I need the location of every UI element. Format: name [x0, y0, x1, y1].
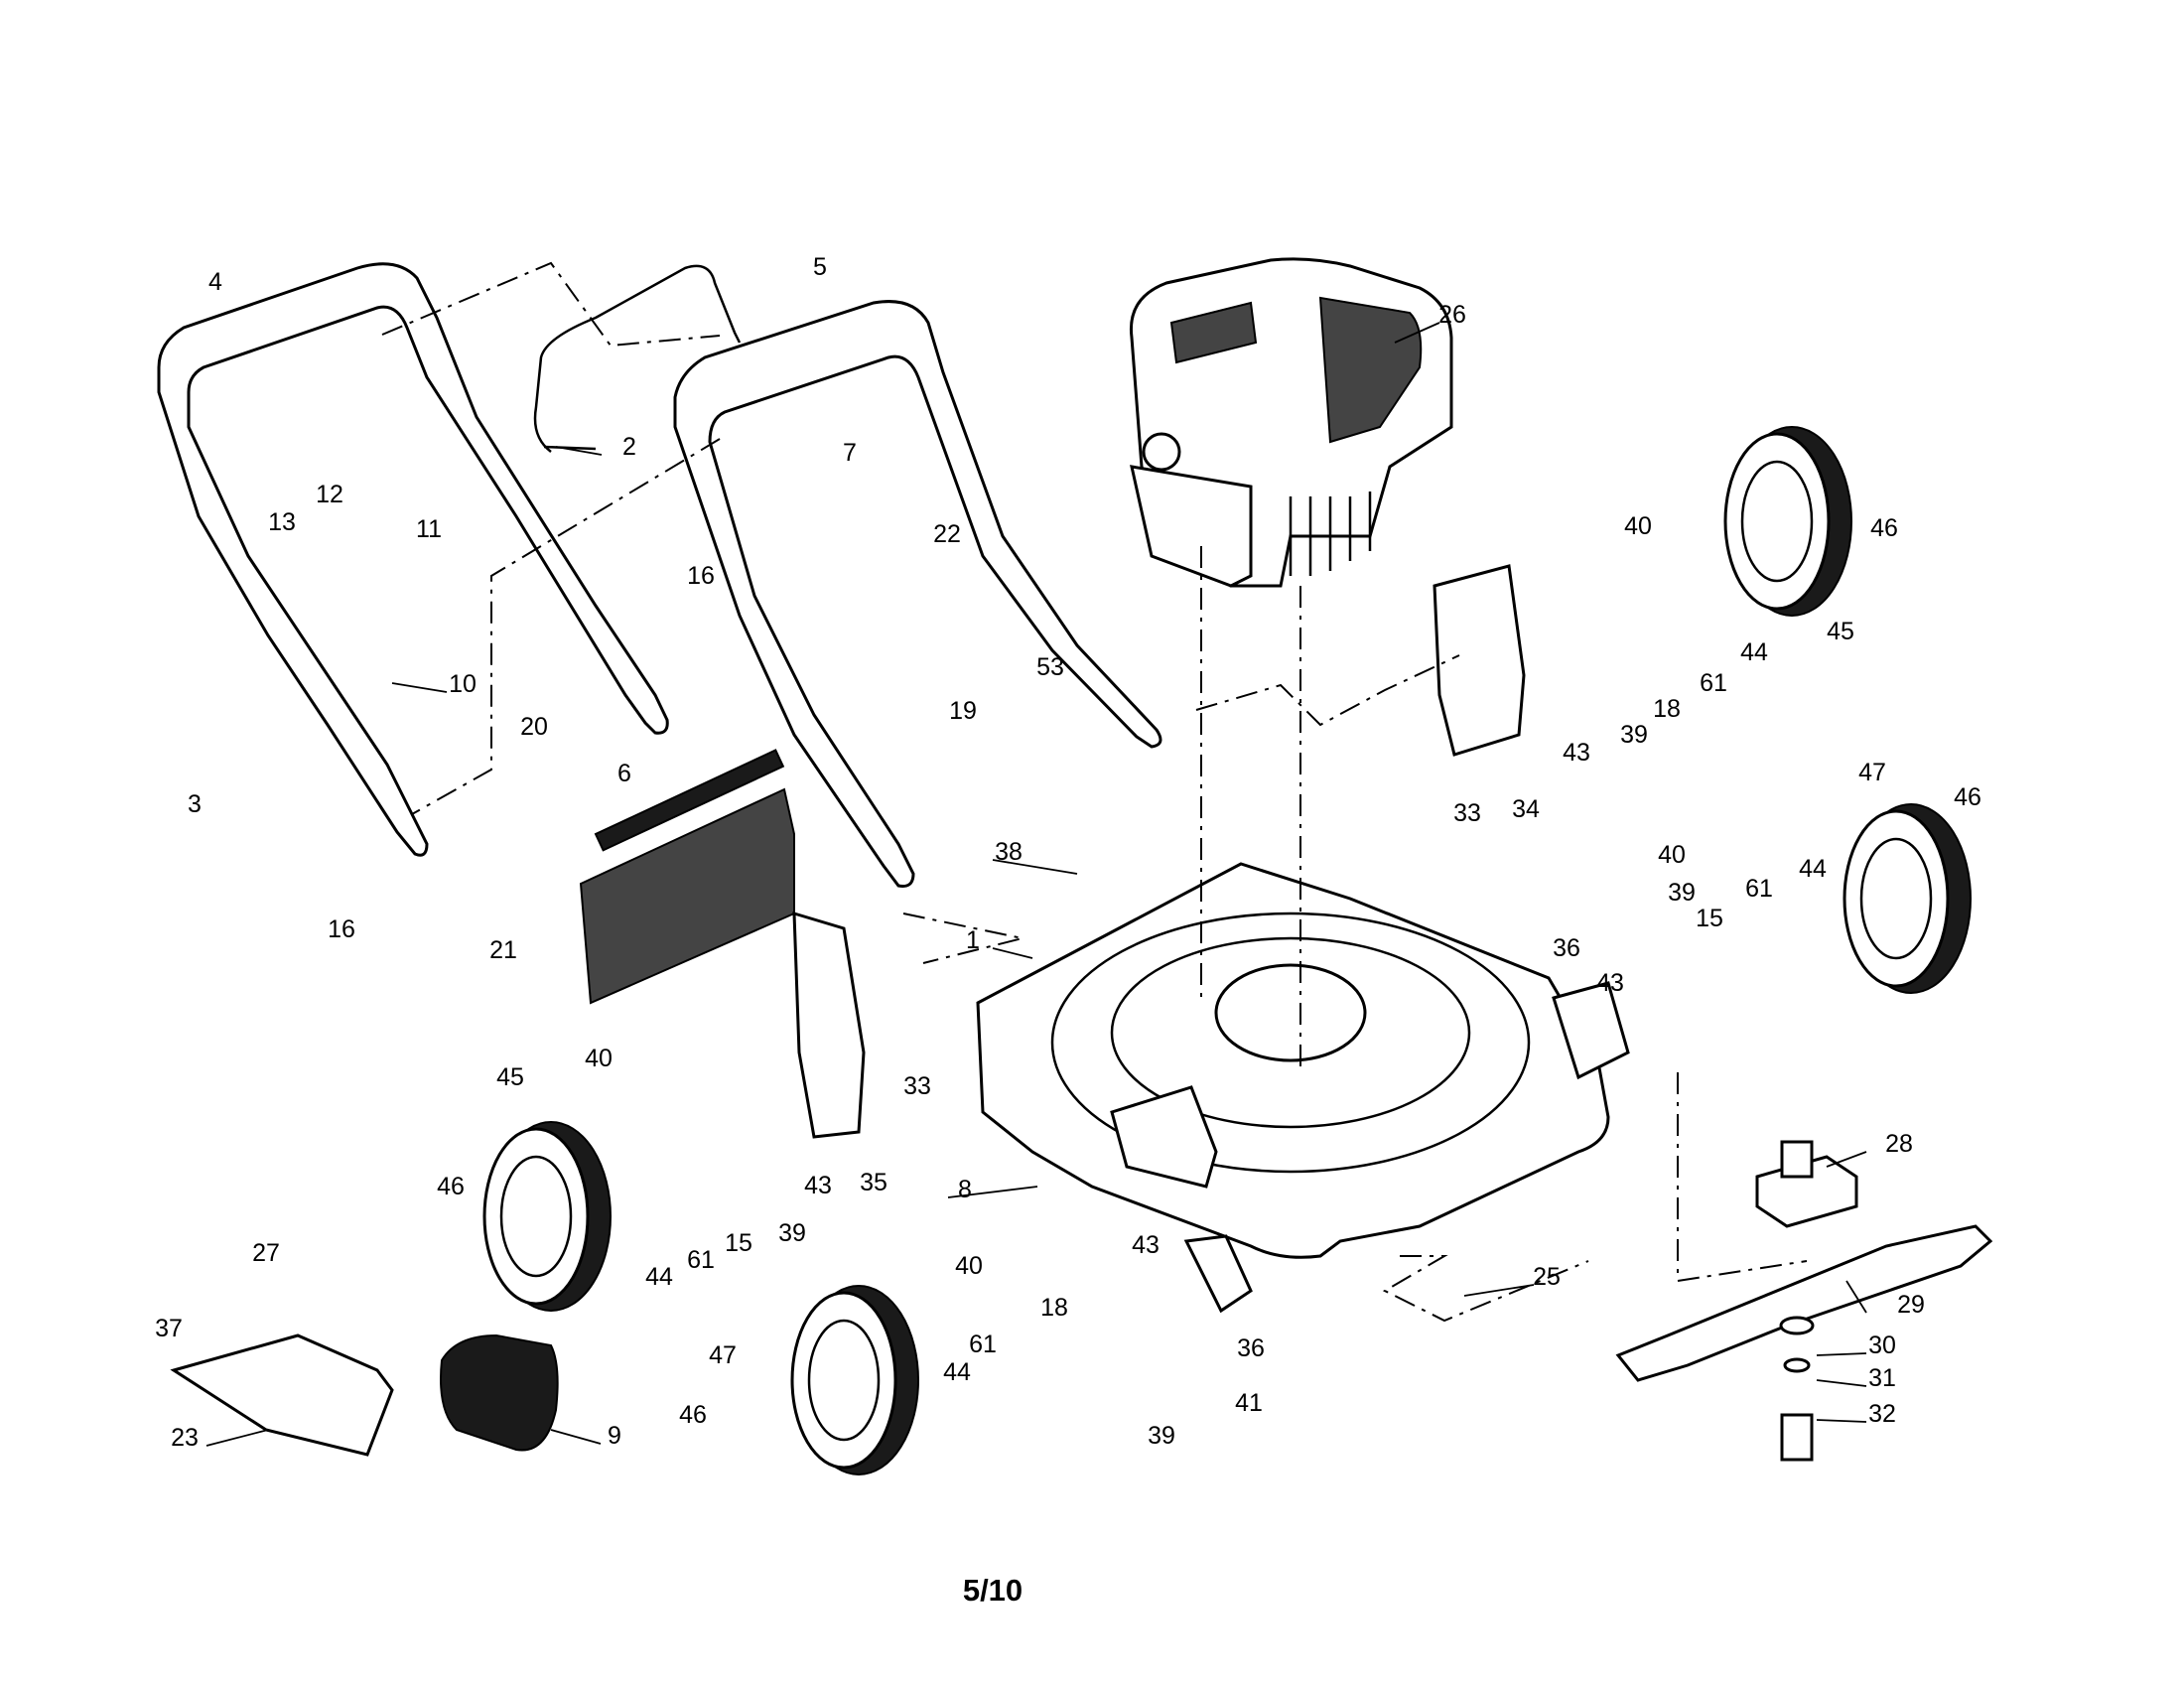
callout-33: 33 [1453, 799, 1481, 827]
callout-41: 41 [1235, 1389, 1263, 1417]
rear-door-21 [579, 749, 795, 1005]
height-adjuster-36-left [1183, 1234, 1253, 1314]
callout-22: 22 [933, 520, 961, 548]
rear-flap-23 [170, 1333, 394, 1457]
callout-43: 43 [1132, 1231, 1160, 1259]
callout-46: 46 [1954, 783, 1981, 811]
callout-43: 43 [1596, 969, 1624, 997]
callout-5: 5 [813, 253, 827, 281]
callout-47: 47 [1858, 759, 1886, 786]
callout-40: 40 [955, 1252, 983, 1280]
lower-handle-5 [673, 300, 1162, 888]
callout-28: 28 [1885, 1130, 1913, 1158]
callout-13: 13 [268, 508, 296, 536]
callout-8: 8 [958, 1176, 972, 1203]
callout-29: 29 [1897, 1291, 1925, 1319]
callout-25: 25 [1533, 1263, 1561, 1291]
callout-43: 43 [1563, 739, 1590, 767]
callout-61: 61 [1745, 875, 1773, 903]
callout-20: 20 [520, 713, 548, 741]
callout-9: 9 [608, 1422, 621, 1450]
callout-44: 44 [1799, 855, 1827, 883]
engine-26 [1129, 257, 1453, 588]
mulch-plug-9 [440, 1333, 559, 1452]
callout-35: 35 [860, 1169, 887, 1196]
wheel-47-front-right [1843, 803, 1972, 994]
callout-11: 11 [416, 515, 442, 543]
deck-1 [976, 862, 1610, 1259]
callout-46: 46 [437, 1173, 465, 1200]
blade-bolt-32 [1779, 1316, 1815, 1462]
callout-36: 36 [1237, 1334, 1265, 1362]
callout-32: 32 [1868, 1400, 1896, 1428]
control-bail-2 [533, 264, 742, 453]
height-adjuster-35 [792, 911, 866, 1139]
callout-53: 53 [1036, 653, 1064, 681]
callout-39: 39 [1620, 721, 1648, 749]
callout-39: 39 [1148, 1422, 1175, 1450]
callout-40: 40 [1624, 512, 1652, 540]
assembly-lines [381, 261, 1808, 1323]
callout-21: 21 [489, 936, 517, 964]
callout-31: 31 [1868, 1364, 1896, 1392]
callout-23: 23 [171, 1424, 199, 1452]
callout-18: 18 [1040, 1294, 1068, 1322]
callout-40: 40 [585, 1045, 613, 1072]
callout-2: 2 [622, 433, 636, 461]
callout-3: 3 [188, 790, 202, 818]
wheel-45-left [482, 1121, 612, 1312]
callout-47: 47 [709, 1341, 737, 1369]
callout-6: 6 [617, 760, 631, 787]
blade-adapter-28 [1755, 1140, 1858, 1228]
callout-4: 4 [208, 268, 222, 296]
callout-44: 44 [943, 1358, 971, 1386]
callout-7: 7 [843, 439, 857, 467]
wheel-45-rear-right [1723, 426, 1852, 617]
callout-16: 16 [328, 915, 355, 943]
callout-46: 46 [679, 1401, 707, 1429]
callout-12: 12 [316, 481, 343, 508]
callout-1: 1 [966, 926, 980, 954]
callout-labels: 1234567891011121315151616181819202122232… [155, 253, 1981, 1452]
page-number: 5/10 [963, 1573, 1023, 1608]
callout-37: 37 [155, 1315, 183, 1342]
blade-29 [1615, 1224, 1993, 1382]
callout-61: 61 [687, 1246, 715, 1274]
callout-16: 16 [687, 562, 715, 590]
callout-39: 39 [1668, 879, 1696, 907]
callout-39: 39 [778, 1219, 806, 1247]
callout-15: 15 [725, 1229, 752, 1257]
callout-44: 44 [645, 1263, 673, 1291]
callout-45: 45 [496, 1063, 524, 1091]
callout-40: 40 [1658, 841, 1686, 869]
upper-handle-4 [157, 262, 669, 857]
callout-36: 36 [1553, 934, 1580, 962]
callout-27: 27 [252, 1239, 280, 1267]
callout-38: 38 [995, 838, 1023, 866]
callout-61: 61 [969, 1331, 997, 1358]
callout-15: 15 [1696, 905, 1723, 932]
callout-26: 26 [1438, 301, 1466, 329]
height-adjuster-36-right [1552, 981, 1630, 1080]
callout-45: 45 [1827, 618, 1854, 645]
wheel-47-left [790, 1285, 919, 1475]
height-adjuster-34 [1433, 564, 1526, 757]
callout-10: 10 [449, 670, 477, 698]
callout-18: 18 [1653, 695, 1681, 723]
callout-30: 30 [1868, 1332, 1896, 1359]
callout-44: 44 [1740, 638, 1768, 666]
callout-19: 19 [949, 697, 977, 725]
leader-lines [205, 322, 1867, 1447]
callout-43: 43 [804, 1172, 832, 1199]
callout-61: 61 [1700, 669, 1727, 697]
callout-33: 33 [903, 1072, 931, 1100]
callout-34: 34 [1512, 795, 1540, 823]
callout-46: 46 [1870, 514, 1898, 542]
